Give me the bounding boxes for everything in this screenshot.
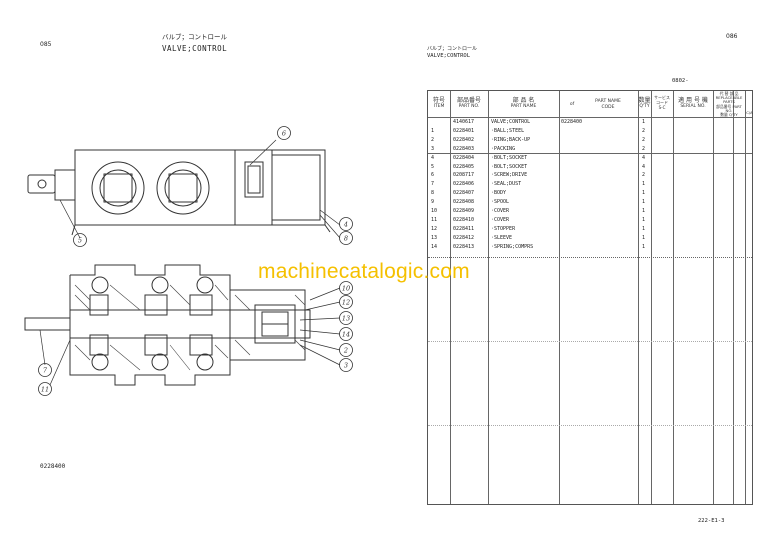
table-cell-qty: 2 bbox=[642, 136, 646, 143]
table-cell-name: ·SPRING;COMPRS bbox=[491, 243, 534, 250]
table-cell-qty: 1 bbox=[642, 216, 646, 223]
table-cell-item: 6 bbox=[431, 172, 435, 179]
table-cell-item: 1 bbox=[431, 127, 435, 134]
table-cell-part-no: 0228403 bbox=[453, 145, 475, 152]
table-cell-part-no: 0228402 bbox=[453, 136, 475, 143]
table-cell-code: 0228400 bbox=[561, 119, 583, 125]
figure-number: 0228400 bbox=[40, 463, 66, 470]
table-cell-name: ·SEAL;DUST bbox=[491, 181, 522, 188]
table-cell-name: ·COVER bbox=[491, 216, 510, 223]
callout-4: 4 bbox=[343, 221, 348, 229]
left-page-number: 085 bbox=[40, 41, 52, 48]
callout-3: 3 bbox=[344, 362, 348, 370]
right-title-jp: バルブ；コントロール bbox=[427, 46, 478, 52]
watermark: machinecatalogic.com bbox=[258, 260, 470, 283]
table-cell-part-no: 0228413 bbox=[453, 243, 475, 250]
table-cell-qty: 1 bbox=[642, 225, 646, 232]
table-cell-part-no: 0228412 bbox=[453, 234, 475, 241]
table-cell-qty: 1 bbox=[642, 199, 646, 206]
callout-13: 13 bbox=[342, 315, 350, 323]
right-page-number: 086 bbox=[726, 33, 738, 40]
table-cell-part-no: 0228405 bbox=[453, 163, 475, 170]
table-cell-item: 5 bbox=[431, 163, 435, 170]
table-cell-part-no: 0228409 bbox=[453, 208, 475, 214]
table-cell-name: ·PACKING bbox=[491, 145, 516, 152]
table-cell-part-no: 0228407 bbox=[453, 190, 475, 197]
table-cell-qty: 1 bbox=[642, 119, 646, 125]
table-cell-item: 9 bbox=[431, 199, 435, 206]
table-cell-qty: 1 bbox=[642, 243, 646, 250]
table-cell-name: ·STOPPER bbox=[491, 225, 516, 232]
table-cell-item: 7 bbox=[431, 181, 435, 188]
callout-8: 8 bbox=[344, 235, 348, 243]
footer-code: 222-E1-3 bbox=[698, 518, 725, 524]
right-title-en: VALVE;CONTROL bbox=[427, 53, 471, 59]
table-cell-name: ·BALL;STEEL bbox=[491, 127, 525, 134]
table-cell-item: 2 bbox=[431, 136, 435, 143]
table-cell-name: ·SCREW;DRIVE bbox=[491, 172, 528, 179]
callout-10: 10 bbox=[342, 285, 350, 293]
table-cell-part-no: 0208717 bbox=[453, 172, 475, 179]
valve-exploded-drawing: 6 4 8 5 10 12 13 14 2 3 7 11 bbox=[24, 126, 353, 396]
callout-5: 5 bbox=[78, 237, 82, 245]
callout-7: 7 bbox=[43, 367, 48, 375]
table-cell-part-no: 0228408 bbox=[453, 199, 475, 206]
table-cell-qty: 1 bbox=[642, 181, 646, 188]
table-cell-name: ·COVER bbox=[491, 208, 510, 214]
table-cell-part-no: 0228404 bbox=[453, 154, 475, 161]
table-cell-name: ·SPOOL bbox=[491, 199, 510, 206]
table-cell-item: 11 bbox=[431, 216, 438, 223]
table-cell-part-no: 4140617 bbox=[453, 119, 475, 125]
table-cell-qty: 2 bbox=[642, 127, 646, 134]
table-cell-name: ·SLEEVE bbox=[491, 234, 513, 241]
left-title-jp: バルブ；コントロール bbox=[162, 33, 227, 41]
table-cell-qty: 1 bbox=[642, 208, 646, 214]
table-cell-item: 12 bbox=[431, 225, 438, 232]
table-cell-item: 4 bbox=[431, 154, 435, 161]
callout-6: 6 bbox=[282, 130, 286, 138]
table-cell-part-no: 0228411 bbox=[453, 225, 475, 232]
table-cell-name: ·BODY bbox=[491, 190, 507, 197]
table-cell-part-no: 0228410 bbox=[453, 216, 475, 223]
callout-12: 12 bbox=[342, 299, 350, 307]
header-of: of bbox=[569, 102, 575, 107]
table-cell-name: VALVE;CONTROL bbox=[491, 119, 531, 125]
left-title-en: VALVE;CONTROL bbox=[162, 44, 228, 53]
table-cell-item: 8 bbox=[431, 190, 435, 197]
table-cell-name: ·BOLT;SOCKET bbox=[491, 163, 528, 170]
table-cell-part-no: 0228401 bbox=[453, 127, 475, 134]
table-cell-qty: 4 bbox=[642, 163, 646, 170]
header-ca: C/A bbox=[746, 110, 753, 115]
table-cell-item: 13 bbox=[431, 234, 438, 241]
table-cell-qty: 4 bbox=[642, 154, 646, 161]
table-cell-name: ·RING;BACK-UP bbox=[491, 136, 531, 143]
table-cell-qty: 1 bbox=[642, 190, 646, 197]
callout-11: 11 bbox=[41, 386, 49, 394]
callout-2: 2 bbox=[343, 347, 348, 355]
table-cell-qty: 1 bbox=[642, 234, 646, 241]
table-cell-qty: 2 bbox=[642, 145, 646, 152]
table-cell-qty: 2 bbox=[642, 172, 646, 179]
group-code: 0802- bbox=[672, 78, 689, 84]
table-cell-name: ·BOLT;SOCKET bbox=[491, 154, 528, 161]
table-cell-part-no: 0228406 bbox=[453, 181, 475, 188]
table-cell-item: 10 bbox=[431, 208, 438, 214]
table-cell-item: 14 bbox=[431, 243, 438, 250]
callout-14: 14 bbox=[342, 331, 350, 339]
table-cell-item: 3 bbox=[431, 145, 435, 152]
